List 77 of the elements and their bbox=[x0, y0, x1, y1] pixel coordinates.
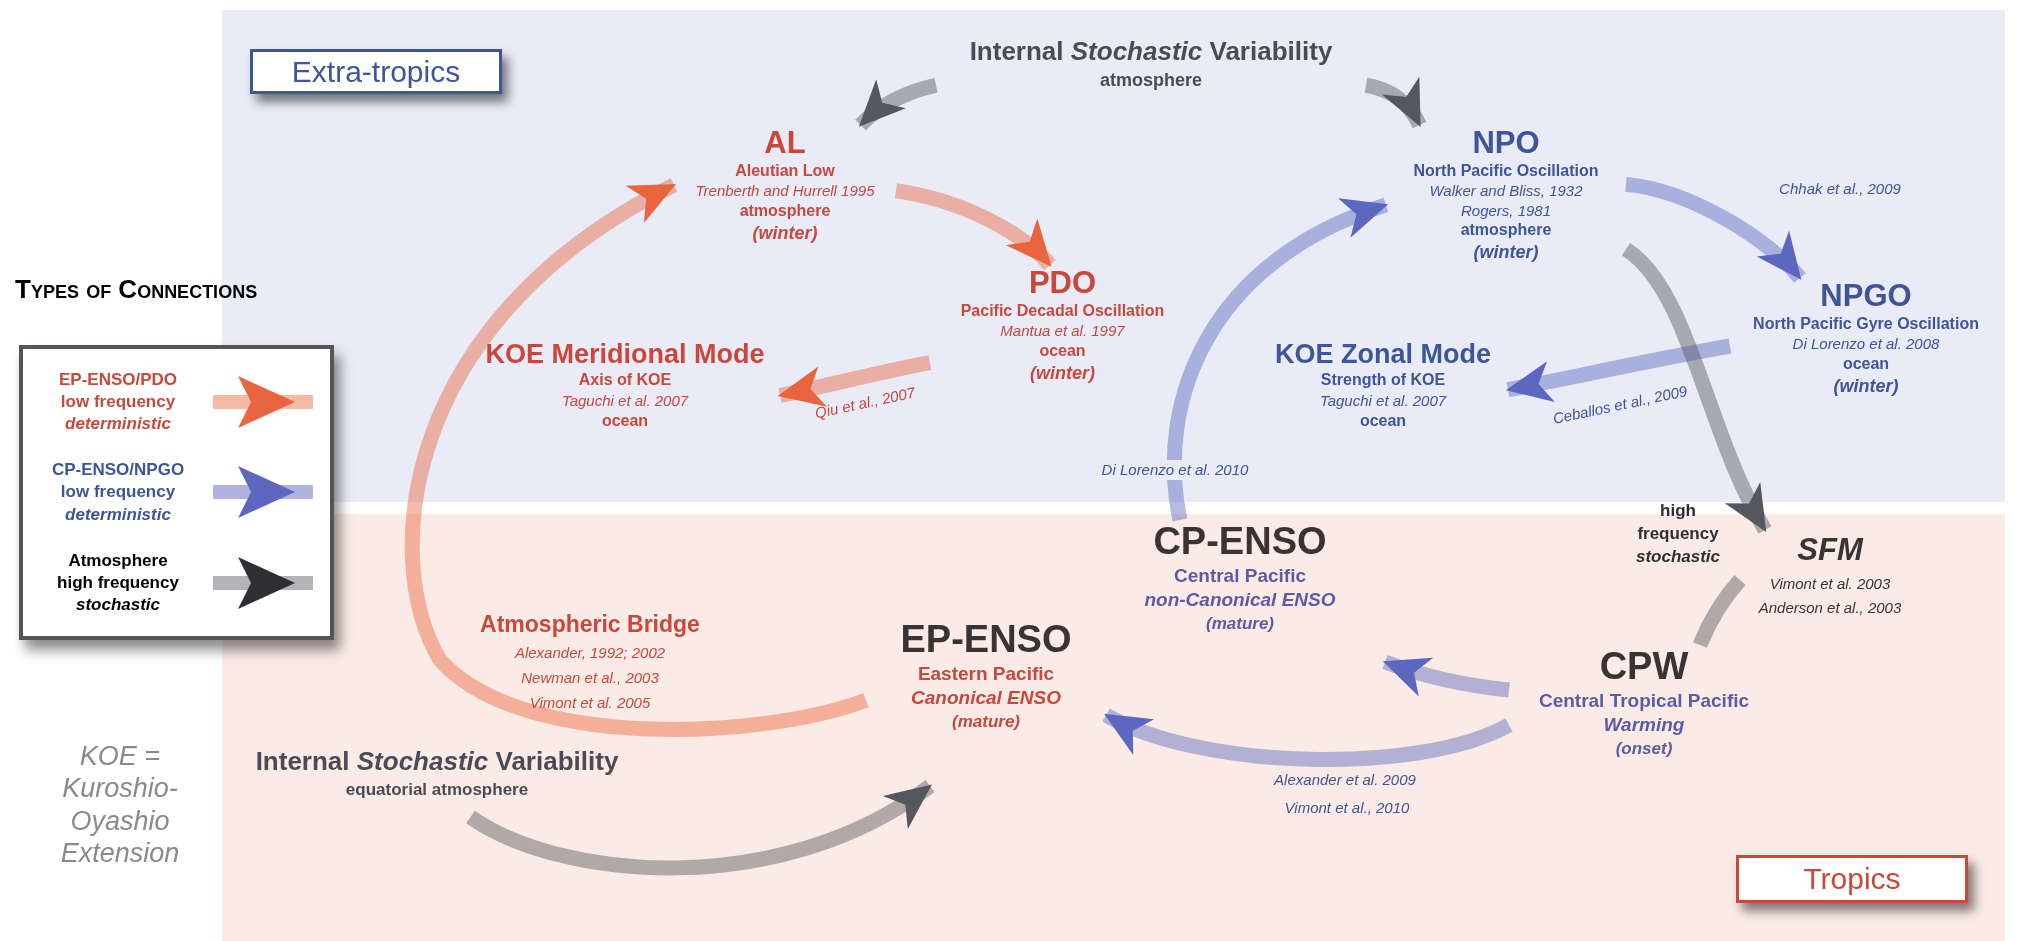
node-title: CPW bbox=[1599, 645, 1689, 689]
arrow bbox=[855, 77, 938, 131]
node-title: Internal Stochastic Variability bbox=[255, 745, 619, 778]
node-detail: Central Tropical Pacific bbox=[1538, 688, 1750, 713]
node-detail: ocean bbox=[1039, 340, 1086, 361]
legend-title: Types of Connections bbox=[15, 273, 259, 306]
node-title: Internal Stochastic Variability bbox=[969, 35, 1333, 68]
citation: Alexander, 1992; 2002 bbox=[514, 643, 666, 663]
citation: Vimont et al., 2010 bbox=[1284, 798, 1410, 818]
edge-label: Atmospheric Bridge bbox=[480, 610, 700, 639]
node-detail: Taguchi et al. 2007 bbox=[1319, 391, 1447, 411]
node-detail: Trenberth and Hurrell 1995 bbox=[695, 181, 875, 201]
node-detail: Rogers, 1981 bbox=[1460, 200, 1552, 221]
arrow bbox=[777, 355, 932, 407]
node-detail: ocean bbox=[1842, 353, 1890, 374]
node-detail: North Pacific Oscillation bbox=[1413, 160, 1599, 181]
node-detail: atmosphere bbox=[739, 200, 831, 221]
node-title: SFM bbox=[1797, 531, 1863, 569]
arrow bbox=[1382, 654, 1510, 698]
region-label: Tropics bbox=[1736, 855, 1968, 903]
legend-label: CP-ENSO/NPGO low frequency deterministic bbox=[50, 459, 186, 526]
node-detail: Taguchi et al. 2007 bbox=[561, 391, 689, 411]
edge-label: Ceballos et al., 2009 bbox=[1551, 381, 1689, 429]
node-detail: non-Canonical ENSO bbox=[1144, 588, 1336, 613]
node-detail: (onset) bbox=[1615, 738, 1673, 761]
node-detail: Mantua et al. 1997 bbox=[1000, 321, 1125, 341]
node-detail: Eastern Pacific bbox=[917, 661, 1055, 686]
node-detail: (mature) bbox=[952, 711, 1020, 734]
node-detail: Canonical ENSO bbox=[911, 686, 1061, 711]
citation: Vimont et al. 2005 bbox=[529, 693, 651, 713]
citation: Newman et al., 2003 bbox=[521, 668, 659, 688]
node-detail: North Pacific Gyre Oscillation bbox=[1753, 313, 1979, 334]
note-text: KOE = Kuroshio-Oyashio Extension bbox=[59, 740, 181, 870]
node-detail: equatorial atmosphere bbox=[345, 778, 529, 801]
node-title: PDO bbox=[1028, 265, 1097, 301]
node-title: AL bbox=[764, 125, 806, 161]
arrow bbox=[1364, 76, 1427, 129]
node-detail: Strength of KOE bbox=[1320, 370, 1446, 391]
arrow bbox=[1624, 176, 1806, 283]
node-detail: Warming bbox=[1603, 713, 1685, 738]
legend-label: Atmosphere high frequency stochastic bbox=[56, 549, 180, 616]
node-detail: (winter) bbox=[1473, 241, 1539, 265]
node-detail: ocean bbox=[1359, 410, 1407, 431]
arrow bbox=[894, 183, 1056, 271]
node-detail: ocean bbox=[601, 410, 649, 431]
node-detail: Di Lorenzo et al. 2008 bbox=[1792, 334, 1940, 354]
node-detail: Aleutian Low bbox=[735, 160, 835, 181]
region-label: Extra-tropics bbox=[250, 49, 502, 94]
arrow bbox=[1621, 243, 1772, 534]
node-detail: Axis of KOE bbox=[578, 370, 672, 391]
node-title: EP-ENSO bbox=[900, 618, 1072, 662]
edge-label: high frequency stochastic bbox=[1634, 500, 1722, 568]
node-detail: Central Pacific bbox=[1174, 563, 1306, 588]
edge-label: Alexander et al. 2009 bbox=[1274, 770, 1416, 790]
edge-label: Qiu et al., 2007 bbox=[813, 382, 917, 423]
edge-label: Chhak et al., 2009 bbox=[1779, 179, 1901, 199]
arrow bbox=[1166, 197, 1389, 522]
node-detail: Pacific Decadal Oscillation bbox=[960, 300, 1165, 321]
node-title: KOE Meridional Mode bbox=[485, 338, 765, 371]
arrow bbox=[466, 779, 935, 876]
node-title: CP-ENSO bbox=[1153, 520, 1327, 564]
node-detail: atmosphere bbox=[1099, 68, 1202, 92]
node-title: NPGO bbox=[1820, 278, 1912, 314]
legend-label: EP-ENSO/PDO low frequency deterministic bbox=[57, 369, 179, 436]
node-detail: (winter) bbox=[752, 221, 818, 245]
node-detail: atmosphere bbox=[1460, 220, 1552, 241]
node-detail: (winter) bbox=[1833, 374, 1899, 398]
node-detail: Anderson et al., 2003 bbox=[1758, 597, 1902, 618]
arrow bbox=[1102, 708, 1513, 767]
node-detail: (winter) bbox=[1030, 361, 1095, 385]
node-title: KOE Zonal Mode bbox=[1275, 338, 1491, 371]
arrow bbox=[1505, 338, 1732, 402]
node-detail: Vimont et al. 2003 bbox=[1769, 574, 1891, 594]
node-detail: (mature) bbox=[1206, 613, 1274, 636]
node-title: NPO bbox=[1472, 125, 1540, 161]
arrow bbox=[405, 178, 869, 737]
node-detail: Walker and Bliss, 1932 bbox=[1429, 181, 1583, 201]
